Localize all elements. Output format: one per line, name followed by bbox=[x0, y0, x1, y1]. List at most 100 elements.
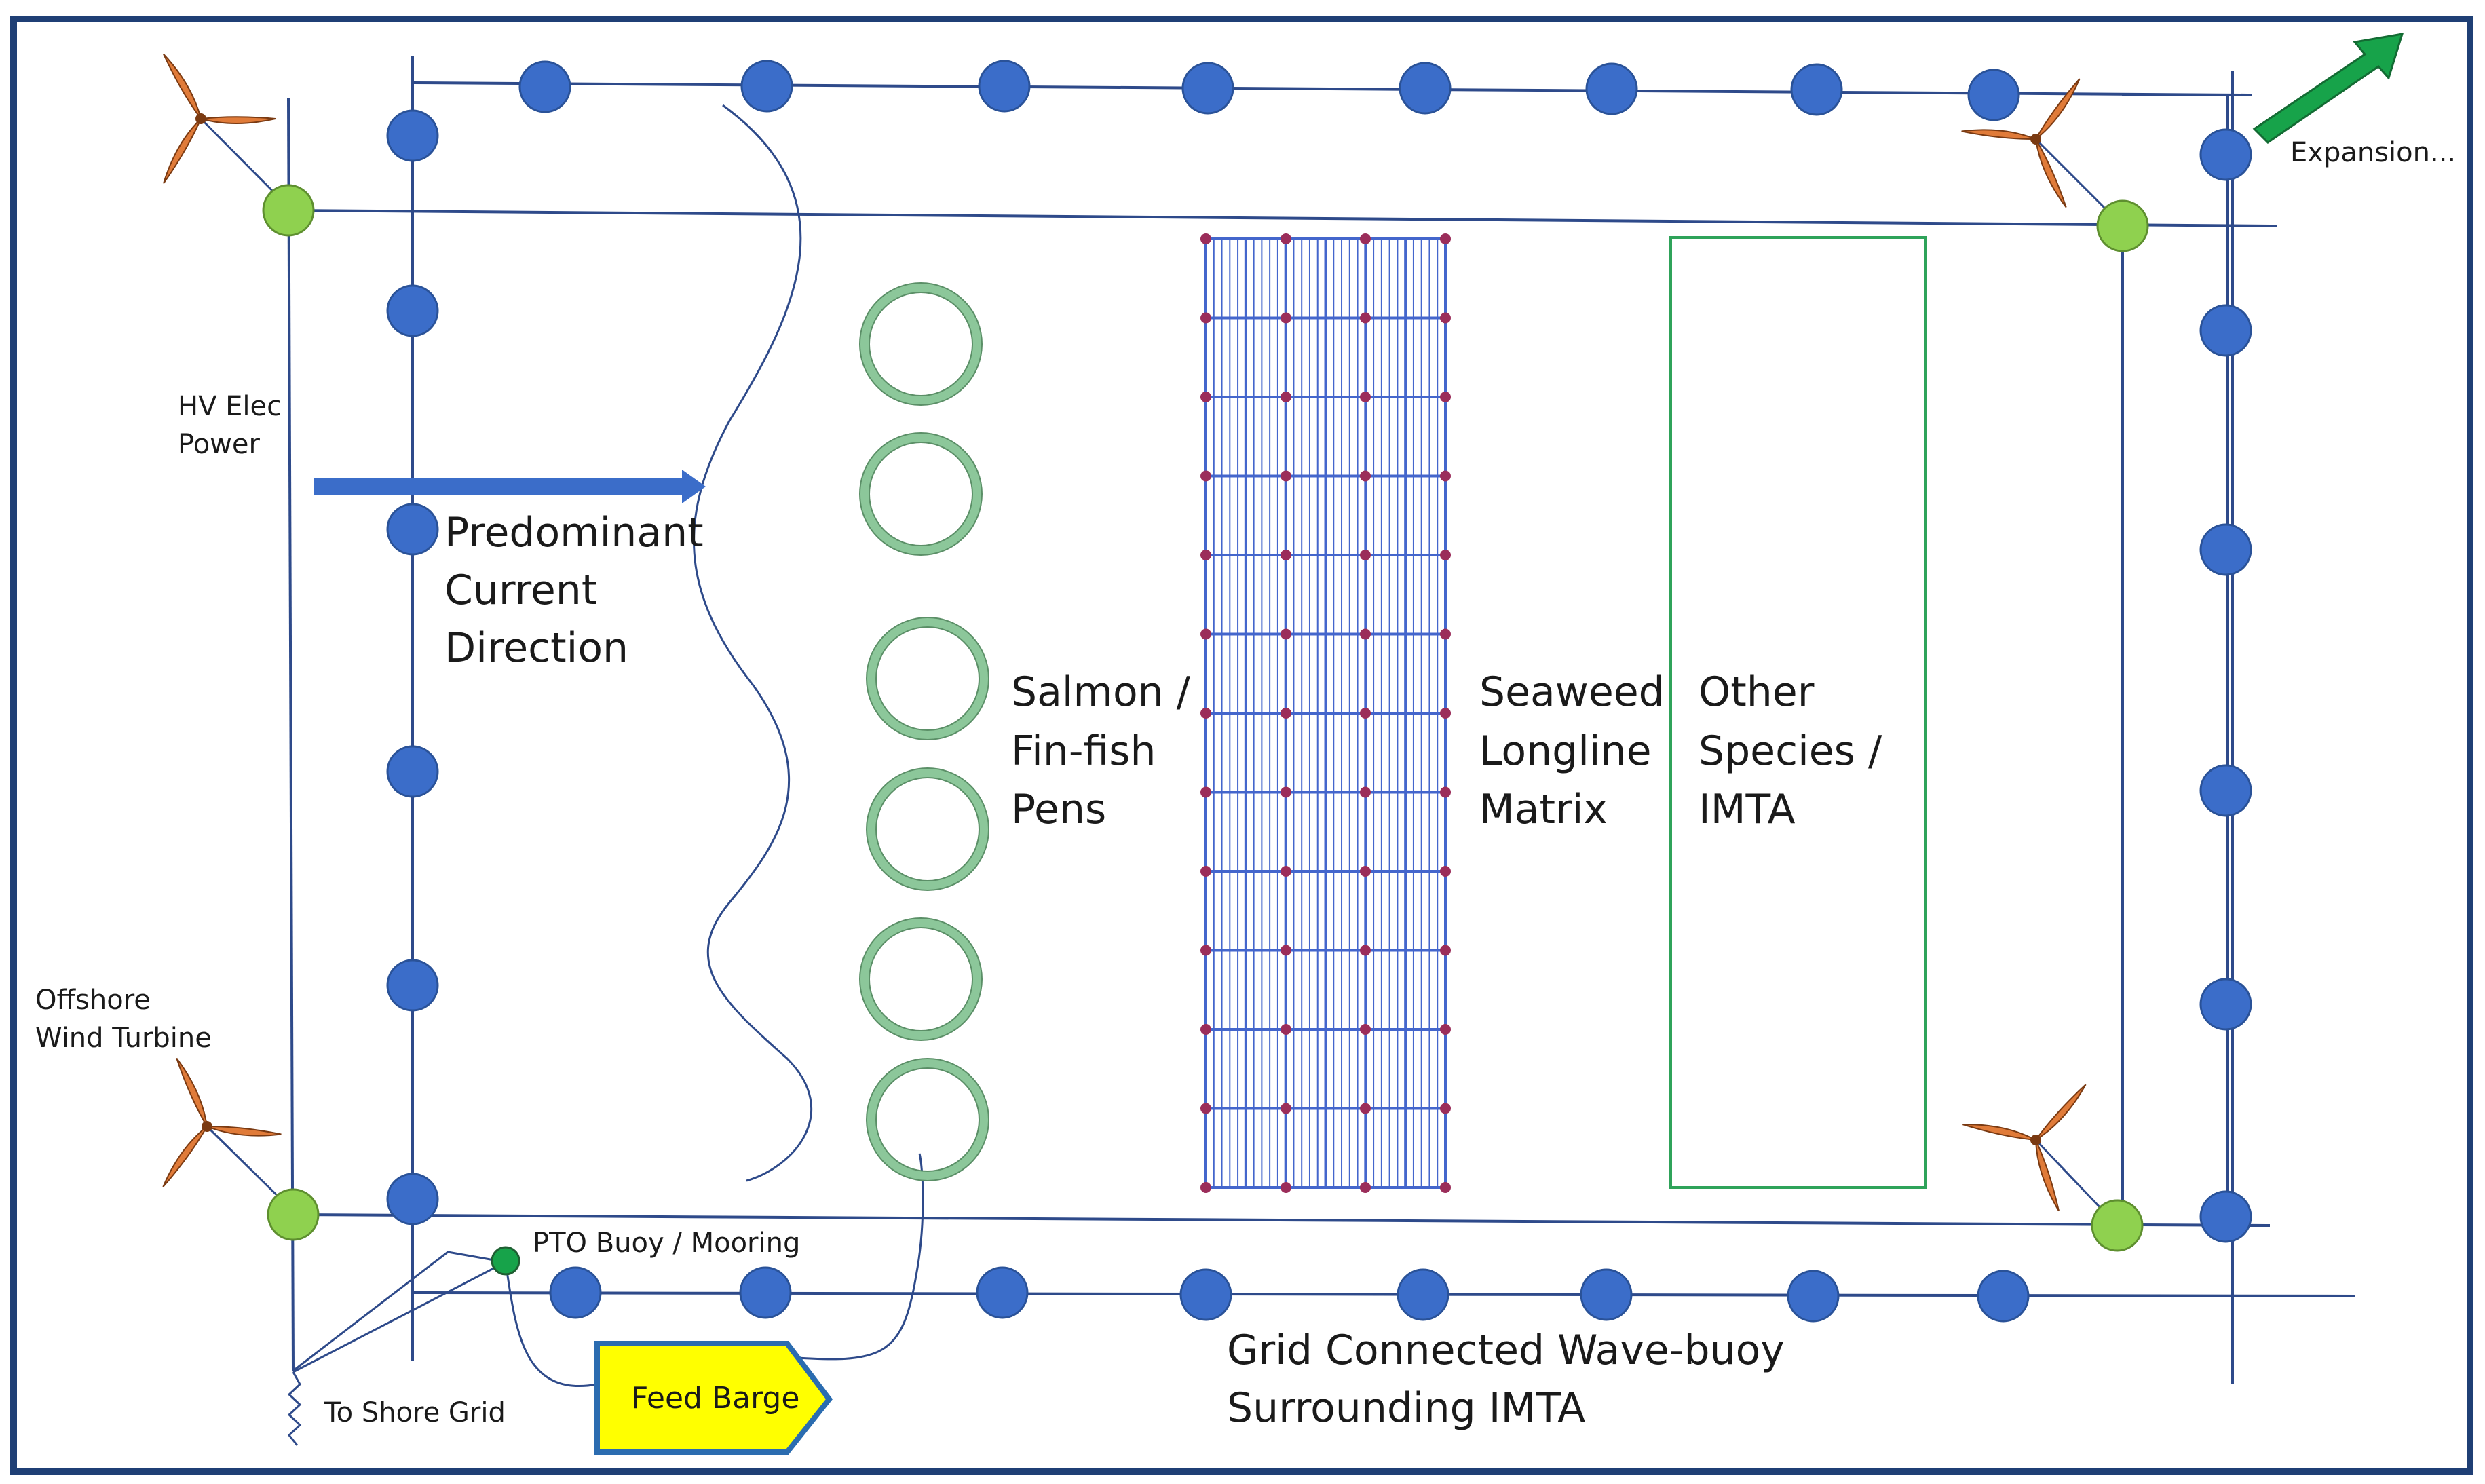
wave-buoy-icon bbox=[386, 959, 439, 1012]
seaweed-anchor-node bbox=[1360, 233, 1371, 244]
wave-buoy-icon bbox=[386, 284, 439, 337]
seaweed-label-line1: Seaweed bbox=[1479, 668, 1665, 716]
seaweed-anchor-node bbox=[1281, 312, 1291, 324]
turbine-hub bbox=[202, 1121, 212, 1132]
wave-buoy-icon bbox=[1397, 1268, 1449, 1321]
wave-buoy-icon bbox=[2199, 128, 2252, 181]
grid-lines bbox=[287, 56, 2355, 1384]
turbine-blade bbox=[1962, 1124, 2036, 1141]
wave-buoy-label-line1: Grid Connected Wave-buoy bbox=[1227, 1327, 1785, 1374]
feed-barge-label: Feed Barge bbox=[631, 1381, 799, 1415]
wave-buoy-icon bbox=[386, 1173, 439, 1225]
current-flow-wave bbox=[693, 104, 813, 1182]
pen-ring bbox=[867, 1059, 989, 1181]
wave-buoy-icon bbox=[1580, 1268, 1633, 1321]
hv-power-label-line2: Power bbox=[178, 429, 260, 460]
pen-inner-edge bbox=[869, 292, 973, 396]
pen-inner-edge bbox=[869, 927, 973, 1031]
seaweed-anchor-node bbox=[1360, 470, 1371, 482]
current-label-line3: Direction bbox=[444, 624, 628, 672]
turbine-blade bbox=[206, 1125, 282, 1137]
seaweed-anchor-node bbox=[1360, 786, 1371, 798]
pen-ring bbox=[860, 283, 982, 405]
seaweed-anchor-node bbox=[1360, 628, 1371, 640]
turbine-blade bbox=[163, 118, 202, 184]
seaweed-longline-matrix bbox=[1200, 233, 1451, 1193]
wave-buoy-icon bbox=[1399, 62, 1452, 115]
current-label-line2: Current bbox=[444, 567, 597, 614]
wave-buoy-icon bbox=[386, 109, 439, 162]
salmon-label-line2: Fin-fish bbox=[1011, 727, 1156, 775]
seaweed-anchor-node bbox=[1360, 550, 1371, 560]
turbine-hub bbox=[2030, 134, 2041, 145]
wave-buoy-icon bbox=[740, 60, 793, 113]
offshore-label-line2: Wind Turbine bbox=[35, 1023, 212, 1054]
seaweed-anchor-node bbox=[1440, 1024, 1451, 1035]
seaweed-anchor-node bbox=[1440, 392, 1451, 402]
pen-inner-edge bbox=[875, 626, 980, 731]
wave-buoy-icon bbox=[2199, 523, 2252, 576]
wave-buoy-icon bbox=[1585, 62, 1638, 115]
pen-inner-edge bbox=[875, 777, 980, 881]
seaweed-anchor-node bbox=[1281, 1103, 1291, 1114]
salmon-label-line3: Pens bbox=[1011, 786, 1106, 833]
wave-buoy-icon bbox=[549, 1266, 602, 1319]
wave-buoy-icon bbox=[1790, 63, 1843, 116]
fish-pen-icon bbox=[859, 432, 983, 556]
fish-pen-group bbox=[859, 282, 989, 1181]
seaweed-anchor-node bbox=[1200, 866, 1211, 877]
substation-node-icon bbox=[262, 184, 315, 237]
pen-outer-edge bbox=[866, 617, 989, 740]
seaweed-anchor-node bbox=[1200, 708, 1211, 719]
seaweed-anchor-node bbox=[1200, 1024, 1211, 1035]
seaweed-anchor-node bbox=[1360, 1182, 1371, 1193]
shore-cable bbox=[287, 1153, 924, 1446]
seaweed-anchor-node bbox=[1281, 866, 1291, 877]
wave-buoy-icon bbox=[978, 60, 1031, 113]
seaweed-anchor-node bbox=[1281, 708, 1291, 719]
pen-inner-edge bbox=[875, 1067, 980, 1172]
wind-turbine-icon bbox=[1962, 1084, 2087, 1212]
salmon-label-line1: Salmon / bbox=[1011, 668, 1191, 716]
current-direction-arrow bbox=[314, 470, 706, 503]
seaweed-anchor-node bbox=[1281, 233, 1291, 244]
seaweed-anchor-node bbox=[1440, 470, 1451, 482]
turbine-hub bbox=[2030, 1135, 2041, 1145]
pen-ring bbox=[860, 433, 982, 555]
seaweed-anchor-node bbox=[1200, 233, 1211, 244]
seaweed-anchor-node bbox=[1440, 312, 1451, 324]
turbine-blade bbox=[1961, 129, 2036, 140]
turbine-blade bbox=[200, 116, 276, 124]
fish-pen-icon bbox=[866, 1058, 989, 1181]
expansion-label: Expansion... bbox=[2290, 137, 2456, 168]
other-label-line1: Other bbox=[1699, 668, 1815, 716]
seaweed-anchor-node bbox=[1360, 1103, 1371, 1114]
wave-buoy-icon bbox=[1179, 1268, 1232, 1321]
seaweed-anchor-node bbox=[1440, 1103, 1451, 1114]
seaweed-anchor-node bbox=[1440, 1182, 1451, 1193]
fish-pen-icon bbox=[859, 282, 983, 406]
seaweed-anchor-node bbox=[1440, 628, 1451, 640]
substation-node-icon bbox=[2091, 1199, 2144, 1252]
turbine-blade bbox=[176, 1057, 208, 1127]
diagram-frame bbox=[10, 16, 2473, 1475]
seaweed-label-line3: Matrix bbox=[1479, 786, 1608, 833]
other-label-line2: Species / bbox=[1699, 727, 1882, 775]
seaweed-anchor-node bbox=[1440, 233, 1451, 244]
pen-inner-edge bbox=[869, 442, 973, 546]
seaweed-anchor-node bbox=[1360, 1024, 1371, 1035]
wind-turbine-icon bbox=[163, 54, 276, 184]
wave-buoy-icon bbox=[1181, 62, 1234, 115]
seaweed-anchor-node bbox=[1360, 392, 1371, 402]
feed-barge: Feed Barge bbox=[594, 1341, 833, 1455]
seaweed-anchor-node bbox=[1281, 392, 1291, 402]
seaweed-anchor-node bbox=[1200, 945, 1211, 956]
seaweed-anchor-node bbox=[1200, 470, 1211, 482]
wave-buoy-icon bbox=[386, 503, 439, 556]
seaweed-anchor-node bbox=[1440, 866, 1451, 877]
seaweed-anchor-node bbox=[1440, 945, 1451, 956]
turbine-blade bbox=[2035, 78, 2081, 140]
pen-ring bbox=[867, 617, 989, 740]
turbine-blade bbox=[2035, 1139, 2060, 1212]
fish-pen-icon bbox=[859, 917, 983, 1041]
